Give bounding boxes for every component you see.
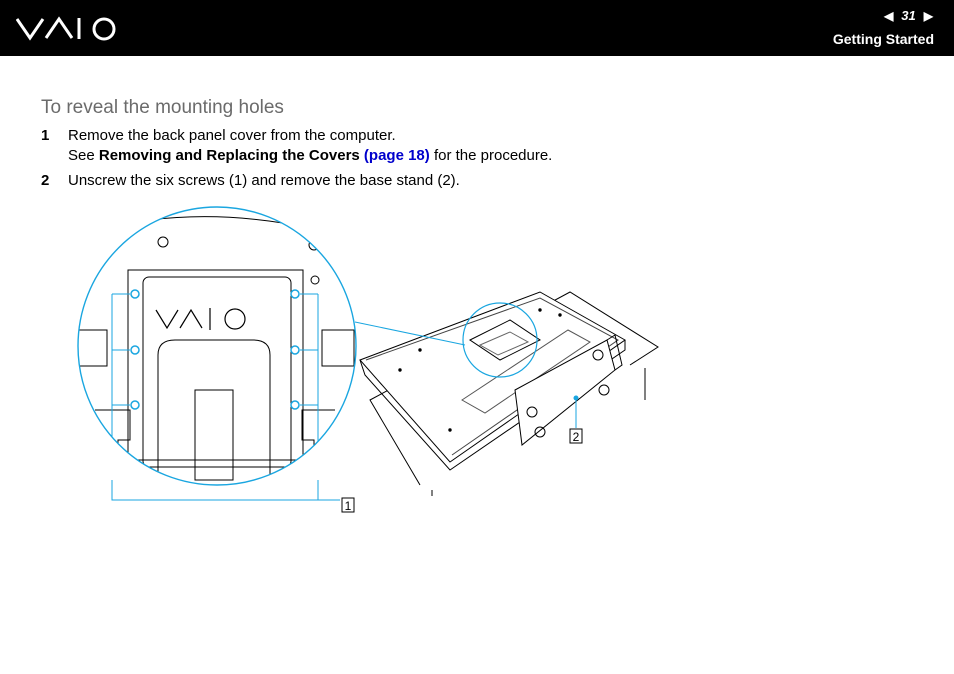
- zoom-source-circle: [462, 302, 538, 378]
- reference-suffix: for the procedure.: [429, 147, 553, 164]
- callout-2-box: [569, 428, 583, 444]
- zoom-circle: [77, 206, 357, 486]
- callout-1-box: [341, 497, 355, 513]
- step-text: Unscrew the six screws (1) and remove th…: [68, 172, 460, 189]
- section-title: Getting Started: [832, 31, 934, 47]
- zoom-detail: [78, 207, 356, 485]
- page-navigation: ◀ 31 ▶: [884, 8, 933, 23]
- page-header: ◀ 31 ▶ Getting Started: [0, 0, 954, 56]
- step-reference: See Removing and Replacing the Covers (p…: [68, 146, 552, 166]
- vaio-logo: [16, 16, 116, 41]
- step-number: 1: [41, 127, 50, 144]
- reference-prefix: See: [68, 147, 99, 164]
- procedure-heading: To reveal the mounting holes: [41, 97, 284, 118]
- reference-title: Removing and Replacing the Covers: [98, 147, 360, 164]
- step-number: 2: [41, 172, 50, 189]
- step-text: Remove the back panel cover from the com…: [68, 127, 396, 144]
- callout-1-leader: [111, 480, 340, 501]
- previous-page-icon[interactable]: ◀: [884, 8, 894, 23]
- zoom-connector: [354, 321, 466, 346]
- page-number: 31: [901, 8, 916, 23]
- step-body: Remove the back panel cover from the com…: [68, 126, 552, 166]
- next-page-icon[interactable]: ▶: [923, 8, 933, 23]
- callout-2-label: 2: [573, 430, 580, 444]
- mounting-illustration: 2: [77, 206, 659, 513]
- page-link[interactable]: (page 18): [363, 147, 430, 164]
- computer-on-table: [359, 291, 659, 496]
- callout-1-label: 1: [345, 499, 352, 513]
